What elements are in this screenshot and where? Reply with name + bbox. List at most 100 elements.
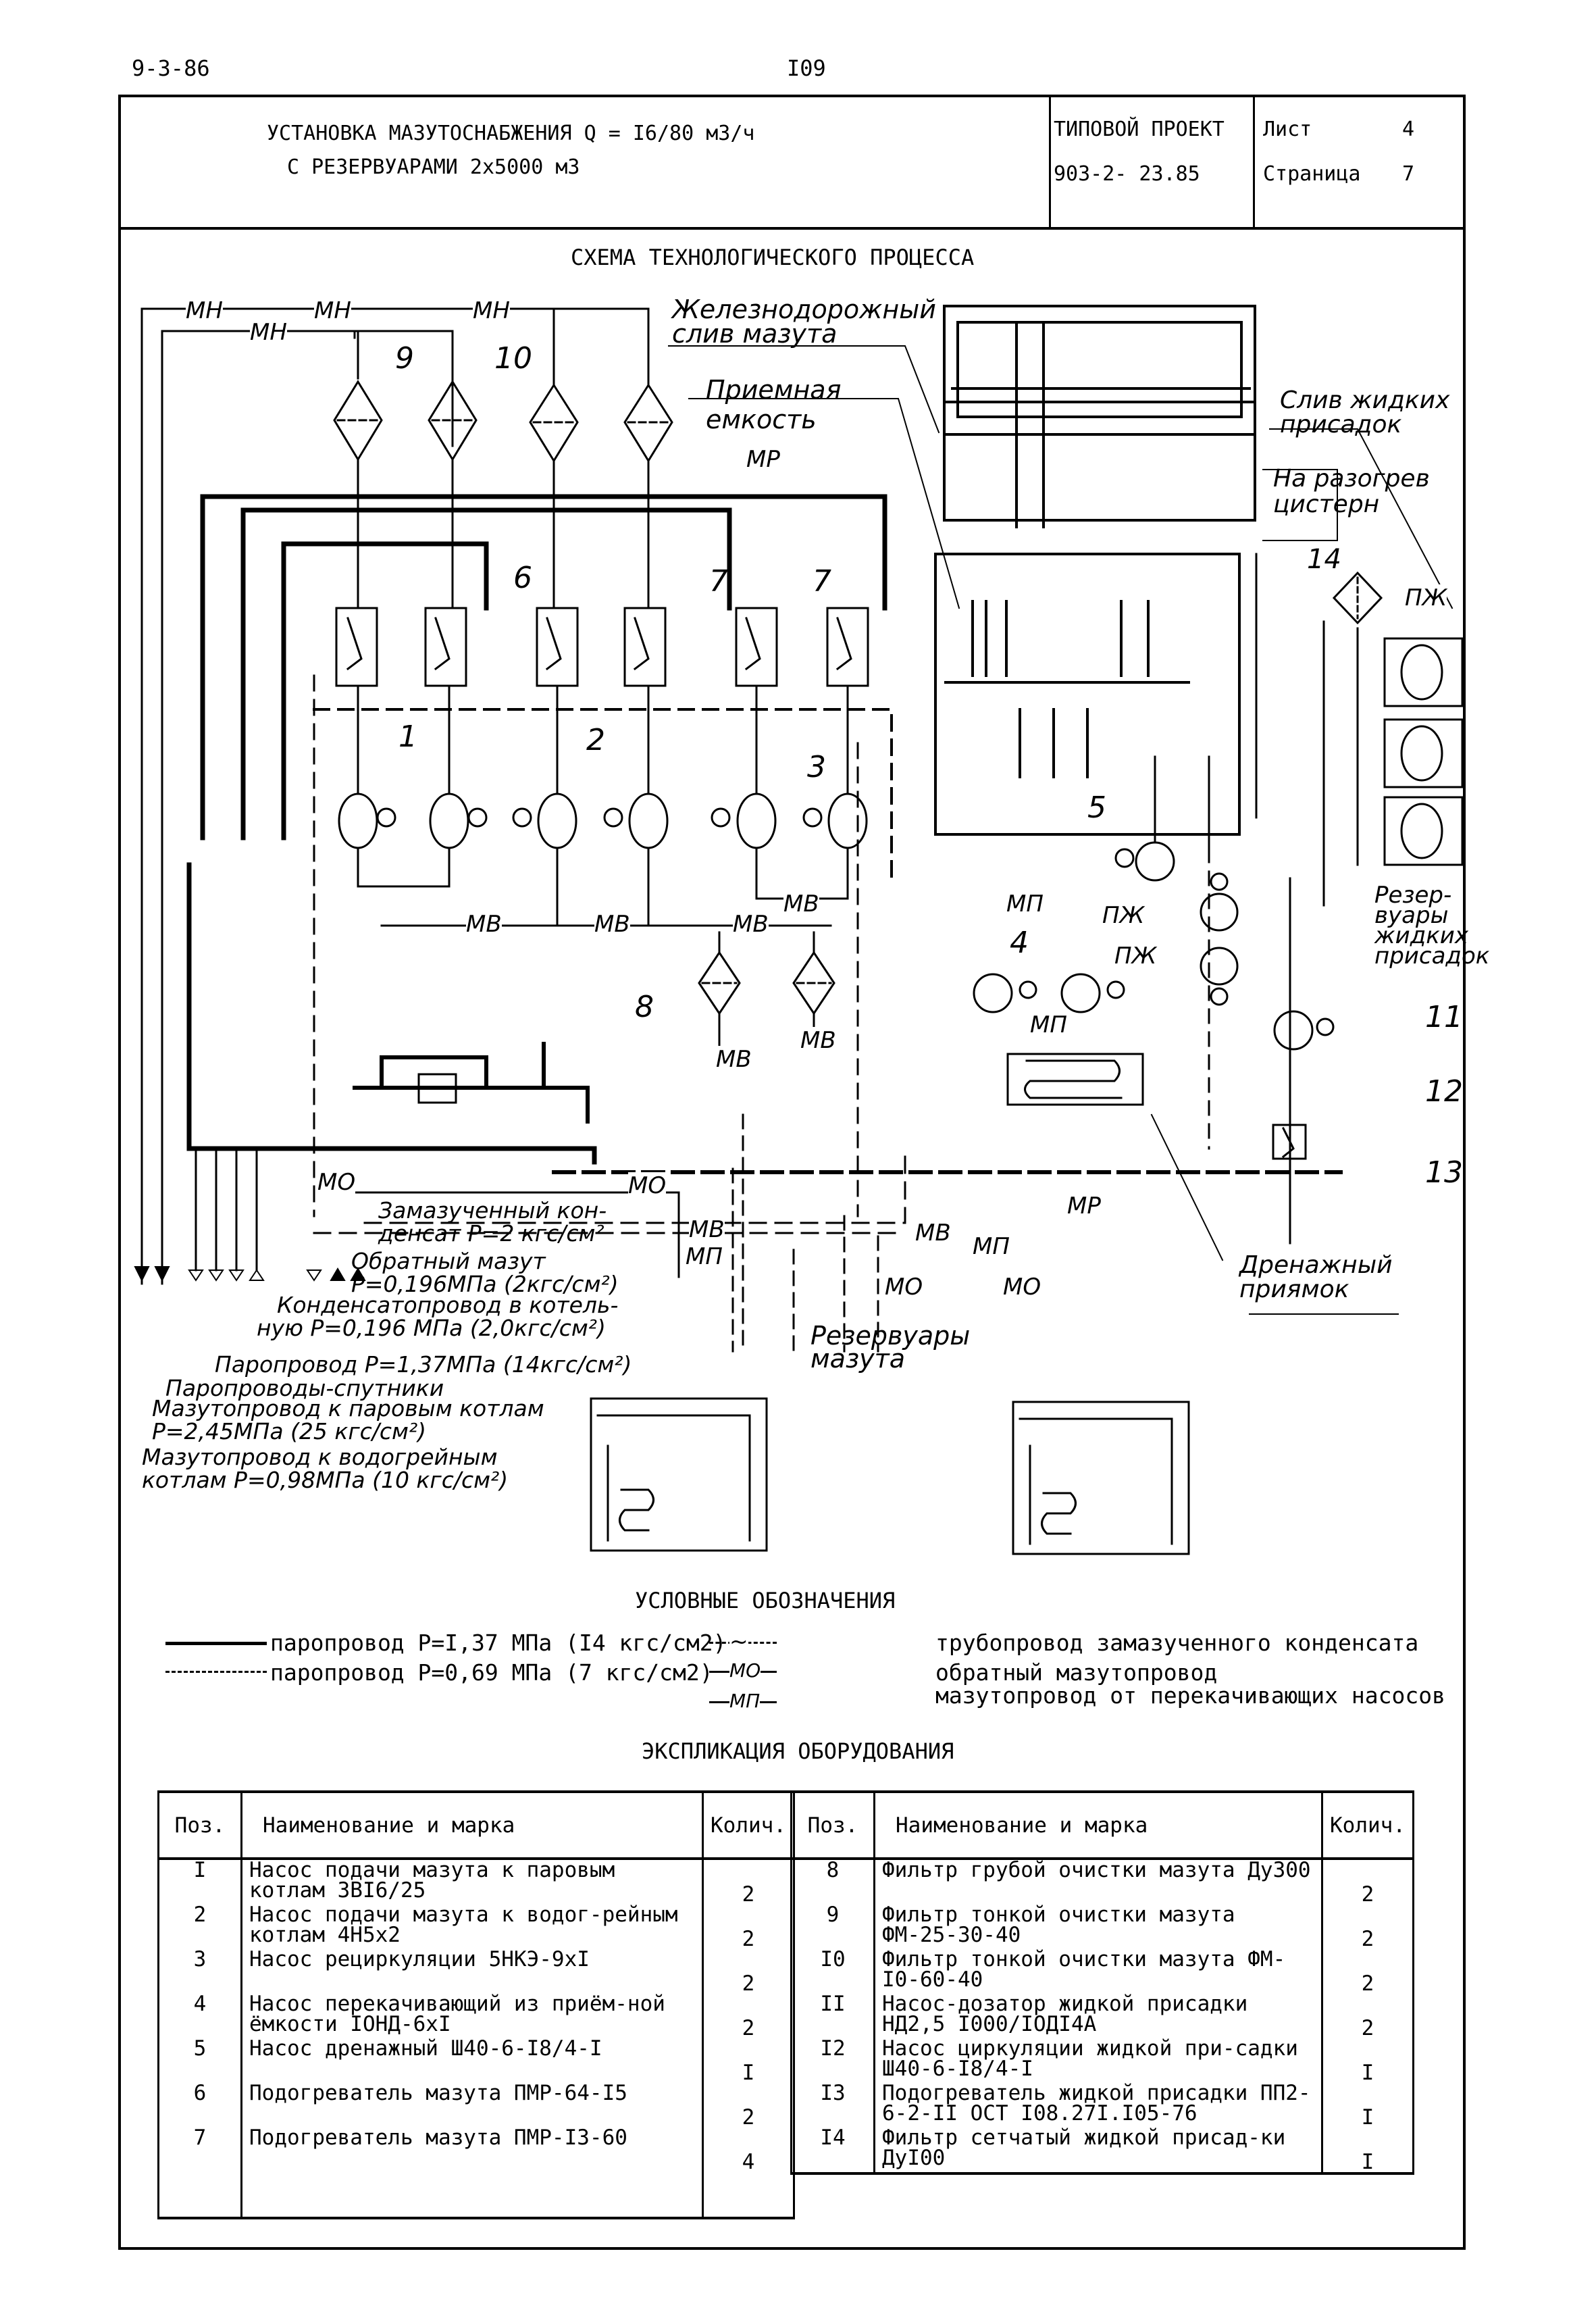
cell-qty: 2 [1321, 1905, 1414, 1950]
position-label-7b: 7 [813, 564, 831, 599]
cell-qty [702, 2172, 795, 2219]
pipe-label-line: ную P=0,196 МПа (2,0кгс/см²) [257, 1315, 606, 1341]
cell-pos: 9 [790, 1905, 875, 1949]
pump-4b [1060, 973, 1125, 1013]
cell-name: Насос подачи мазута к паровым котлам 3BI… [240, 1859, 704, 1905]
cell-qty: 2 [1321, 1859, 1414, 1905]
line-code-mr: МР [746, 446, 780, 473]
sheet-cell: Лист 4 Страница 7 [1253, 95, 1464, 227]
additive-tank-2 [1383, 718, 1464, 788]
cell-qty: 2 [702, 1905, 795, 1950]
callout-receiving-tank-line1: Приемная [706, 375, 842, 405]
legend-mo-code: МО [729, 1659, 761, 1682]
cell-qty: 4 [702, 2128, 795, 2173]
cell-qty: 2 [1321, 1949, 1414, 1994]
table-header-row: Поз. Наименование и марка Колич. [790, 1790, 1414, 1860]
position-label-8: 8 [635, 990, 654, 1024]
fuel-tank-2 [1012, 1401, 1190, 1555]
line-code-mv: МВ [783, 890, 819, 917]
pipe-label-condensate-to-boiler: Конденсатопровод в котель- ную P=0,196 М… [257, 1294, 618, 1340]
position-label-12: 12 [1425, 1074, 1463, 1109]
pump-2a [512, 793, 577, 849]
pump-1b [429, 793, 488, 849]
pipe-label-line: P=2,45МПа (25 кгс/см²) [152, 1418, 427, 1444]
heater-7c [735, 607, 778, 687]
rail-drain-coils [943, 305, 1256, 528]
cell-name: Насос рециркуляции 5НКЭ-9хI [240, 1949, 704, 1994]
cell-name: Фильтр тонкой очистки мазута ФМ-I0-60-40 [873, 1949, 1323, 1994]
callout-additive-tanks-line1: Резер- [1374, 882, 1452, 909]
heater-13 [1272, 1124, 1307, 1160]
pipe-label-oily-condensate: Замазученный кон- денсат P=2 кгс/см² [378, 1199, 607, 1245]
title-line-1: УСТАНОВКА МАЗУТОСНАБЖЕНИЯ Q = I6/80 м3/ч [267, 122, 755, 145]
table-row [157, 2172, 795, 2219]
cell-pos: 3 [157, 1949, 242, 1994]
pipe-label-line: котлам P=0,98МПа (10 кгс/см²) [142, 1467, 509, 1493]
callout-additive-tanks-line3: жидких [1374, 922, 1468, 949]
cell-qty: 2 [702, 1949, 795, 1994]
pump-5 [1114, 841, 1175, 882]
position-label-6: 6 [513, 561, 532, 595]
pipe-label-line: Обратный мазут [351, 1248, 546, 1274]
legend-item-steam-137: паропровод P=I,37 МПа (I4 кгс/см2) [270, 1630, 727, 1656]
line-code-mv: МВ [689, 1216, 725, 1243]
callout-liquid-additive-drain-line2: присадок [1280, 411, 1402, 438]
legend-title: УСЛОВНЫЕ ОБОЗНАЧЕНИЯ [635, 1588, 896, 1613]
line-code-mn: МН [473, 297, 510, 324]
column-header-qty: Колич. [1321, 1790, 1414, 1860]
position-label-9: 9 [395, 341, 414, 376]
line-code-mv: МВ [466, 911, 502, 938]
heater-7d [826, 607, 869, 687]
position-label-13: 13 [1425, 1155, 1463, 1190]
legend-item-return-fuel: обратный мазутопровод [935, 1659, 1218, 1686]
cell-pos: II [790, 1994, 875, 2038]
position-label-3: 3 [807, 750, 826, 784]
line-code-mn: МН [186, 297, 223, 324]
line-code-pzh: ПЖ [1405, 584, 1447, 611]
sheet-frame [118, 95, 1466, 2250]
line-code-mn: МН [314, 297, 351, 324]
cell-name: Насос дренажный Ш40-6-I8/4-I [240, 2038, 704, 2083]
cell-pos: I0 [790, 1949, 875, 1994]
table-header-row: Поз. Наименование и марка Колич. [157, 1790, 795, 1860]
position-label-1: 1 [398, 720, 417, 754]
heater-7b [623, 607, 667, 687]
line-code-mv: МВ [733, 911, 769, 938]
cell-qty: I [702, 2038, 795, 2084]
pipe-label-line: денсат P=2 кгс/см² [378, 1220, 604, 1247]
line-code-mo: МО [628, 1172, 667, 1199]
pipe-label-steam: Паропровод P=1,37МПа (14кгс/см²) [215, 1351, 632, 1378]
line-code-pzh: ПЖ [1102, 902, 1145, 929]
legend: паропровод P=I,37 МПа (I4 кгс/см2) пароп… [165, 1628, 1483, 1728]
line-code-mv: МВ [716, 1046, 752, 1073]
legend-tilde-code: ~ [729, 1628, 748, 1655]
cell-qty: 2 [702, 1994, 795, 2039]
page-value: 7 [1402, 162, 1415, 186]
filter-8a [698, 951, 741, 1015]
cell-pos: 6 [157, 2083, 242, 2128]
cell-name: Насос-дозатор жидкой присадки НД2,5 I000… [873, 1994, 1323, 2038]
cell-name [240, 2172, 704, 2219]
pump-12 [1273, 1010, 1335, 1051]
diagram-title: СХЕМА ТЕХНОЛОГИЧЕСКОГО ПРОЦЕССА [571, 245, 975, 270]
callout-additive-tanks-line2: вуары [1374, 902, 1449, 929]
callout-rail-drain-line2: слив мазута [672, 319, 838, 349]
callout-tank-heating-line2: цистерн [1273, 491, 1380, 518]
line-code-mv: МВ [594, 911, 630, 938]
legend-item-steam-069: паропровод P=0,69 МПа (7 кгс/см2) [270, 1659, 713, 1686]
callout-drain-pit: Дренажный приямок [1239, 1253, 1393, 1302]
cell-pos: I3 [790, 2083, 875, 2128]
heater-7a [536, 607, 579, 687]
callout-tank-heating-line1: На разогрев [1273, 465, 1430, 493]
position-label-4: 4 [1010, 926, 1029, 960]
column-header-name: Наименование и марка [873, 1790, 1323, 1860]
